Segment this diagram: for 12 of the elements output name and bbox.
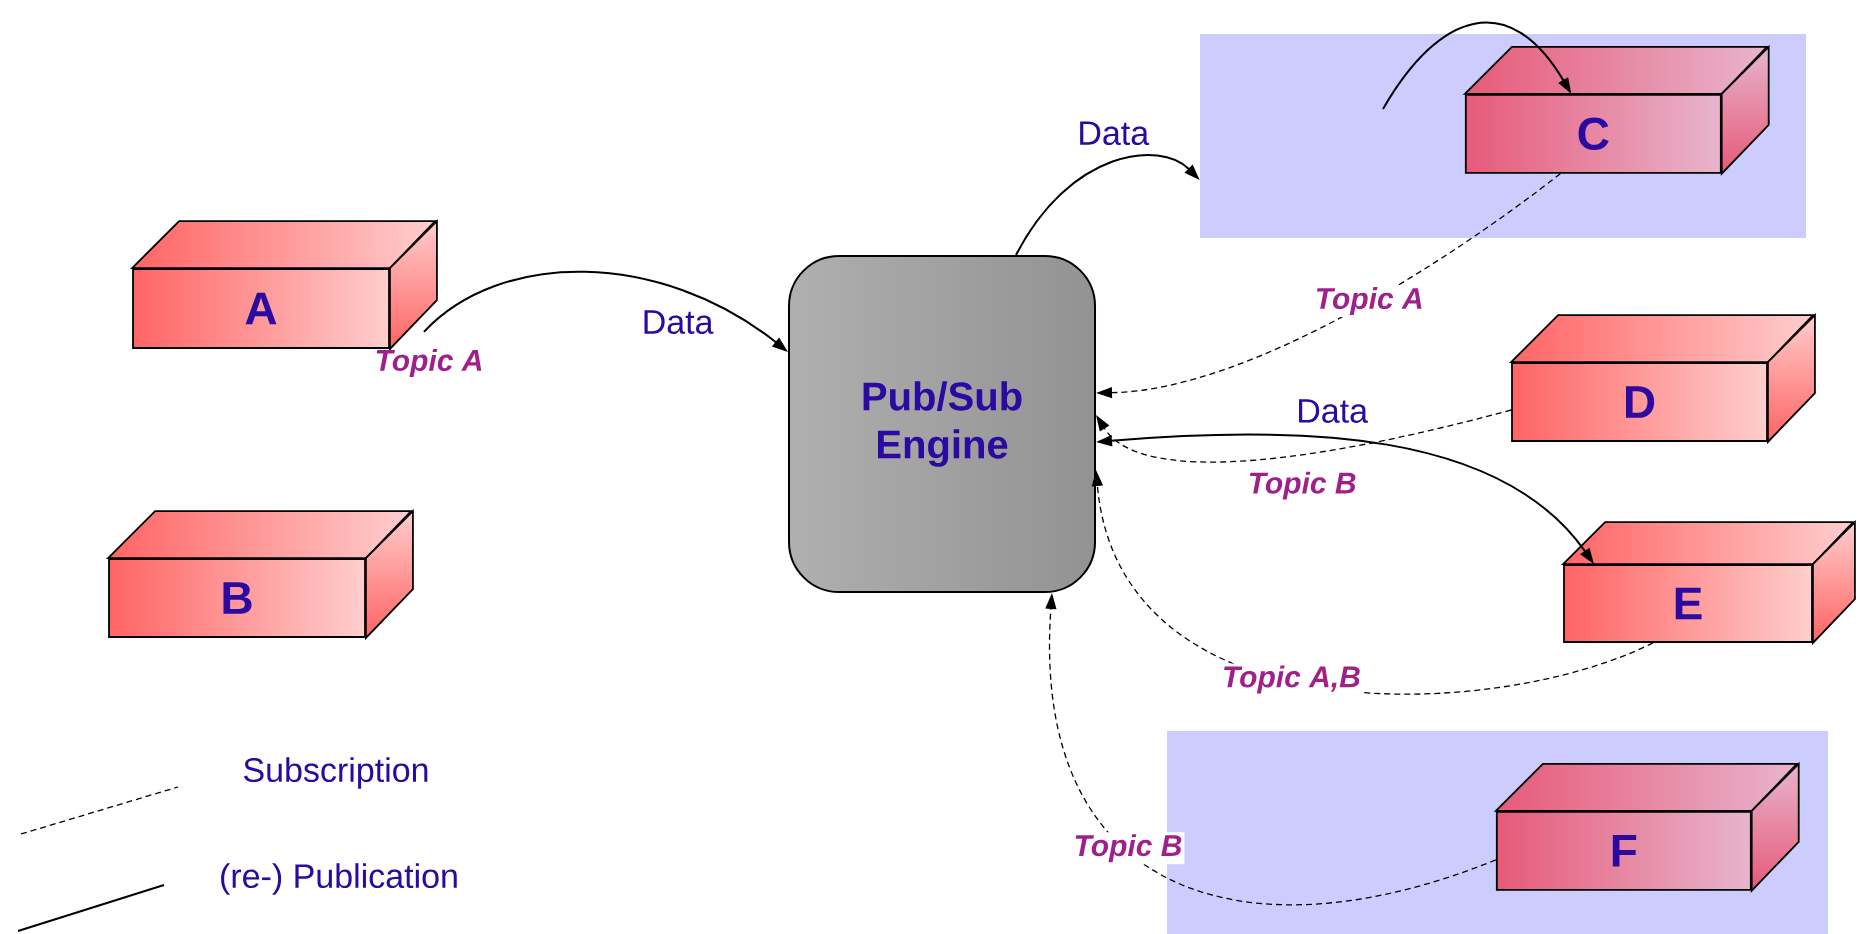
legend-label: (re-) Publication xyxy=(221,863,457,895)
edge-label: Data xyxy=(639,308,716,337)
engine-box: Pub/Sub Engine xyxy=(788,255,1096,593)
edge-label: Topic A,B xyxy=(1219,663,1363,696)
arrow xyxy=(1096,409,1512,463)
edge-label: Topic B xyxy=(1071,832,1185,865)
edge-label: Data xyxy=(1075,119,1152,148)
legend-label: Subscription xyxy=(244,757,428,789)
edge-label: Topic B xyxy=(1245,469,1359,502)
edge-label: Topic A xyxy=(1312,285,1426,318)
edge-label: Data xyxy=(1294,397,1371,425)
topic-label: Topic A xyxy=(376,349,482,377)
